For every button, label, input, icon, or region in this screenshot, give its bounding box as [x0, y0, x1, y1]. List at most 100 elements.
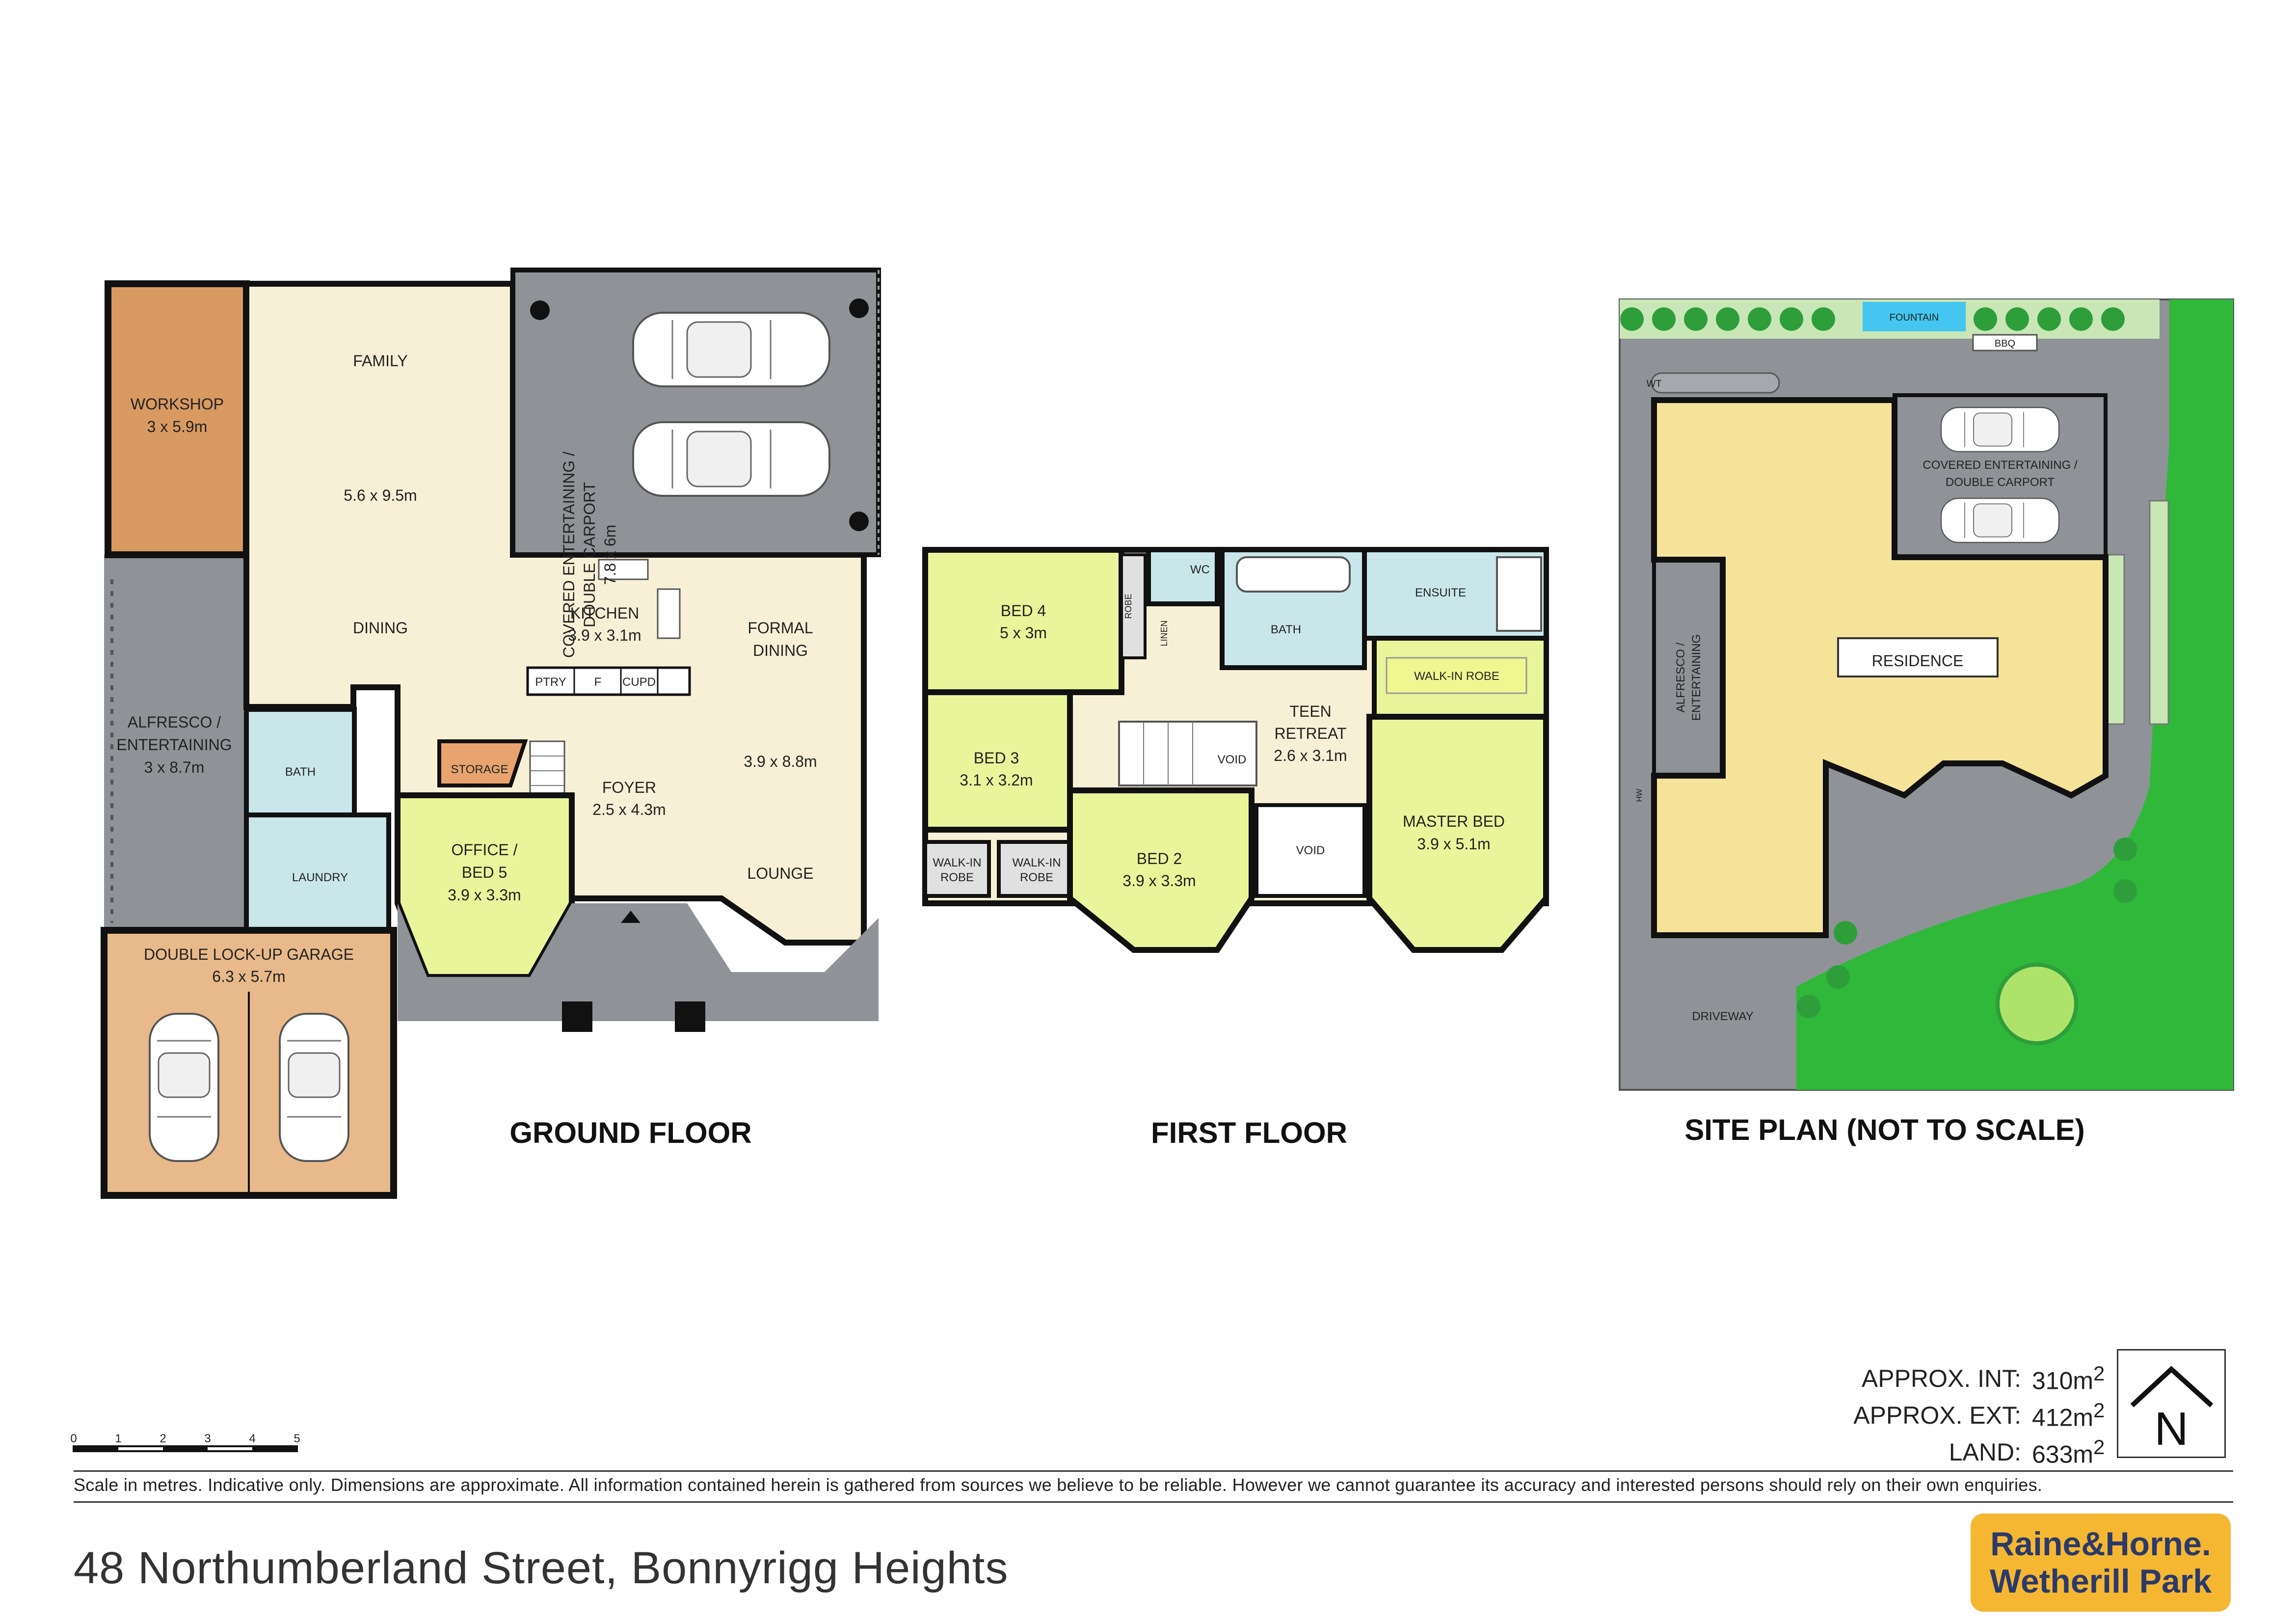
scale-tick-3: 3: [204, 1432, 211, 1445]
laundry-label: LAUNDRY: [292, 871, 348, 884]
disclaimer-rule-bottom: [74, 1501, 2233, 1503]
site-alfresco-label: ALFRESCO /: [1674, 642, 1687, 712]
garage-car-1: [149, 1013, 219, 1162]
cupboard-label: CUPD: [622, 676, 656, 689]
residence-label: RESIDENCE: [1872, 652, 1964, 670]
gf-bath-label: BATH: [285, 765, 316, 779]
area-row-int: APPROX. INT: 310m2: [1861, 1360, 2106, 1397]
carport-car-2: [632, 421, 830, 497]
family-dim: 5.6 x 9.5m: [344, 487, 417, 504]
ground-floor-title: GROUND FLOOR: [509, 1116, 751, 1149]
lounge-dim: 3.9 x 8.8m: [744, 753, 817, 770]
area-unit-sup: 2: [2093, 1398, 2105, 1422]
first-floor-plan: BED 4 5 x 3m ROBE WC LINEN BATH ENSUITE …: [922, 547, 1549, 1149]
ground-floor-plan: WORKSHOP 3 x 5.9m FAMILY 5.6 x 9.5m DINI…: [101, 268, 881, 1199]
linen-label: LINEN: [1159, 620, 1169, 646]
site-plan-title: SITE PLAN (NOT TO SCALE): [1684, 1113, 2085, 1146]
kitchen-label: KITCHEN: [570, 604, 639, 622]
wc-label: WC: [1190, 563, 1210, 576]
logo-line-2: Wetherill Park: [1989, 1563, 2212, 1600]
teen-retreat-label-2: RETREAT: [1275, 725, 1347, 742]
site-carport-label: COVERED ENTERTAINING /: [1922, 459, 2077, 472]
site-car-2: [1940, 497, 2060, 543]
master-wir-label: WALK-IN ROBE: [1414, 670, 1499, 683]
storage-label: STORAGE: [451, 763, 508, 776]
site-car-1: [1940, 406, 2060, 453]
area-row-land: LAND: 633m2: [1865, 1434, 2106, 1470]
front-porch: [398, 903, 879, 1021]
bath-room: [244, 707, 357, 817]
driveway-label: DRIVEWAY: [1692, 1010, 1753, 1023]
lounge-label: LOUNGE: [747, 865, 813, 882]
pantry-label: PTRY: [535, 676, 566, 689]
scale-tick-4: 4: [249, 1432, 255, 1445]
storage-room: [437, 739, 528, 787]
formal-dining-label-2: DINING: [753, 642, 808, 659]
garage-dim: 6.3 x 5.7m: [212, 968, 285, 985]
family-label: FAMILY: [353, 352, 407, 370]
site-alfresco-label-2: ENTERTAINING: [1690, 634, 1703, 721]
bed4-label: BED 4: [1001, 602, 1046, 620]
area-unit-sup: 2: [2093, 1435, 2105, 1459]
bed3-dim: 3.1 x 3.2m: [960, 771, 1033, 789]
wir2-label-2: ROBE: [1020, 871, 1053, 884]
alfresco-dim: 3 x 8.7m: [144, 758, 205, 776]
void-label-1: VOID: [1218, 753, 1247, 766]
scale-tick-1: 1: [115, 1432, 121, 1445]
area-label: APPROX. EXT:: [1853, 1401, 2021, 1429]
fountain-label: FOUNTAIN: [1890, 312, 1939, 323]
fountain-pool: [1863, 302, 1966, 331]
robe-label: ROBE: [1123, 594, 1133, 619]
area-value-text: 412m: [2032, 1404, 2094, 1432]
area-unit-sup: 2: [2093, 1361, 2105, 1385]
master-bed-label: MASTER BED: [1403, 812, 1505, 830]
alfresco-label-2: ENTERTAINING: [116, 736, 232, 754]
bed4-dim: 5 x 3m: [1000, 624, 1047, 642]
workshop-dim: 3 x 5.9m: [147, 418, 208, 435]
ff-bath-label: BATH: [1271, 623, 1301, 636]
wc-room: [1146, 547, 1220, 606]
carport-label: COVERED ENTERTAINING /: [560, 452, 578, 658]
wir1-label: WALK-IN: [933, 856, 981, 869]
logo-line-1: Raine&Horne.: [1990, 1525, 2211, 1563]
laundry-room: [244, 812, 391, 933]
site-plan: RESIDENCE FOUNTAIN BBQ WT COVERED ENTERT…: [1619, 298, 2234, 1146]
area-value: 412m2: [2032, 1399, 2106, 1432]
disclaimer-text: Scale in metres. Indicative only. Dimens…: [74, 1475, 2043, 1495]
compass-letter: N: [2154, 1403, 2188, 1455]
carport-label-2: DOUBLE CARPORT: [581, 482, 598, 627]
office-dim: 3.9 x 3.3m: [448, 886, 521, 904]
foyer-dim: 2.5 x 4.3m: [592, 801, 666, 818]
workshop-room: [105, 280, 250, 558]
north-compass-icon: N: [2117, 1349, 2226, 1458]
carport-dim: 7.8 x 6m: [601, 525, 619, 585]
void-room: [1255, 803, 1366, 898]
area-value: 310m2: [2032, 1362, 2106, 1395]
area-summary: APPROX. INT: 310m2 APPROX. EXT: 412m2 LA…: [1853, 1360, 2106, 1470]
master-bed-room: [1366, 714, 1549, 953]
dining-label: DINING: [353, 619, 408, 637]
teen-retreat-label: TEEN: [1289, 703, 1331, 720]
scale-tick-5: 5: [294, 1432, 300, 1445]
teen-retreat-dim: 2.6 x 3.1m: [1274, 747, 1347, 764]
workshop-label: WORKSHOP: [131, 395, 224, 413]
alfresco-label: ALFRESCO /: [128, 713, 221, 731]
area-value-text: 310m: [2032, 1367, 2094, 1395]
office-label: OFFICE /: [451, 841, 517, 859]
fridge-label: F: [594, 676, 602, 689]
hot-water-label: HW: [1635, 788, 1644, 802]
bed2-room: [1067, 787, 1255, 953]
wir1-room: [923, 840, 991, 898]
scale-tick-0: 0: [70, 1432, 77, 1445]
office-label-2: BED 5: [462, 864, 507, 881]
void-label-2: VOID: [1296, 844, 1325, 857]
area-label: LAND:: [1949, 1438, 2021, 1466]
area-row-ext: APPROX. EXT: 412m2: [1853, 1397, 2106, 1434]
compass-arrow-icon: N: [2130, 1366, 2214, 1455]
bed2-label: BED 2: [1137, 850, 1182, 867]
bed3-label: BED 3: [974, 749, 1019, 767]
area-label: APPROX. INT:: [1861, 1364, 2021, 1392]
scale-tick-2: 2: [160, 1432, 166, 1445]
bbq-label: BBQ: [1995, 338, 2015, 349]
